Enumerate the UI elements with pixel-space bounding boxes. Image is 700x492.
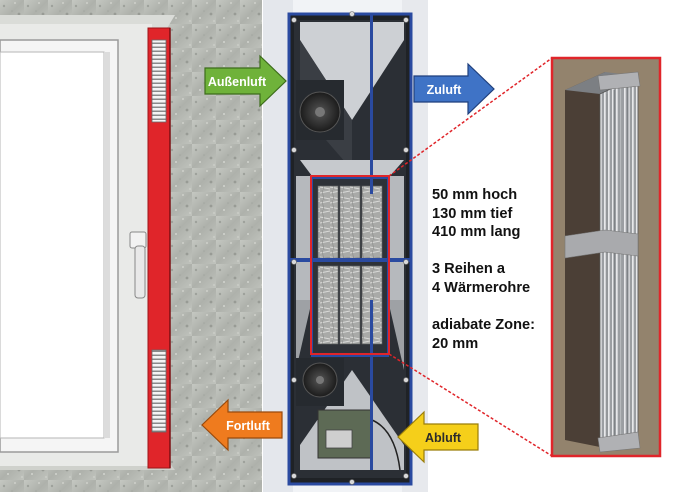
label-exhaust-air: Fortluft [226,419,271,433]
device-photo [263,0,428,492]
adiabatic-zone-tape [564,229,639,259]
spec-height: 50 mm hoch [432,187,518,203]
window-glass [0,51,105,439]
housing-screws [291,11,409,485]
spec-zone-line2: 20 mm [432,335,479,352]
arrow-outside-air: Außenluft [204,54,287,108]
label-extract-air: Abluft [425,431,462,445]
lower-louver-grille [151,349,167,433]
spec-rows-line2: 4 Wärmerohre [432,279,531,296]
highlight-box-large [550,56,662,458]
heat-exchanger-closeup [550,56,662,458]
upper-louver-grille [151,39,167,123]
spec-spacer [432,298,567,317]
label-supply-air: Zuluft [427,83,463,97]
arrow-exhaust-air: Fortluft [201,398,283,452]
exchanger-specifications: 50 mm hoch 130 mm tief 410 mm lang 3 Rei… [432,186,567,353]
highlight-box-small [310,175,390,355]
label-outside-air: Außenluft [208,75,267,89]
arrow-extract-air: Abluft [397,410,479,464]
arrow-supply-air: Zuluft [413,62,495,116]
spec-spacer [432,242,567,261]
fin-tube-lines [606,82,629,446]
exchanger-fins [600,76,638,446]
exchanger-side-plate [565,72,605,448]
connector-line-bottom [388,353,553,457]
window-handle-lever [134,245,146,299]
upper-air-guide [300,22,404,120]
window-mullion [104,52,110,438]
spec-zone-line1: adiabate Zone: [432,317,535,334]
spec-depth: 130 mm tief [432,205,513,222]
spec-length: 410 mm lang [432,224,521,241]
spec-rows-line1: 3 Reihen a [432,261,505,278]
connector-line-top [388,57,553,177]
